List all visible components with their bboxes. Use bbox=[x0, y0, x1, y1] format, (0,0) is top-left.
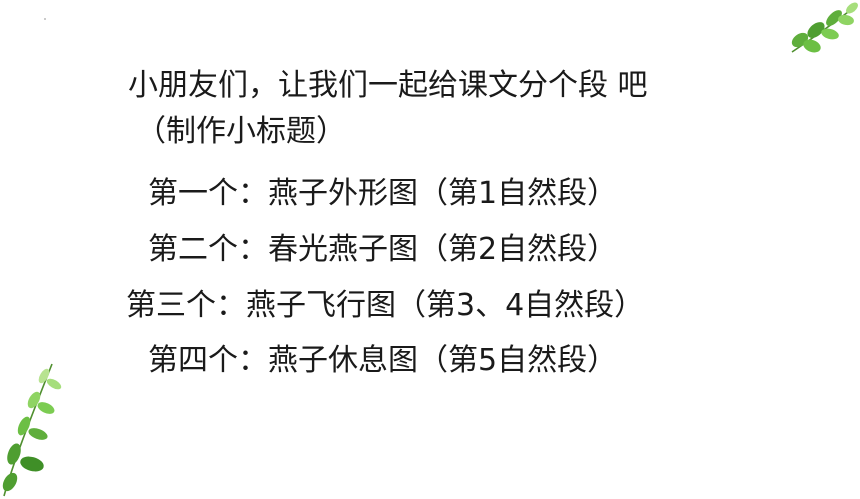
leaf-branch-icon bbox=[791, 2, 858, 53]
heading-line-1: 小朋友们，让我们一起给课文分个段 吧 bbox=[128, 68, 648, 103]
section-item-1: 第一个：燕子外形图（第1自然段） bbox=[148, 176, 618, 211]
section-item-4: 第四个：燕子休息图（第5自然段） bbox=[148, 343, 618, 378]
decorative-dot bbox=[44, 18, 46, 20]
leaf-branch-icon bbox=[2, 363, 62, 497]
section-item-3: 第三个：燕子飞行图（第3、4自然段） bbox=[126, 288, 645, 323]
section-item-2: 第二个：春光燕子图（第2自然段） bbox=[148, 232, 618, 267]
heading-line-2: （制作小标题） bbox=[136, 114, 346, 149]
